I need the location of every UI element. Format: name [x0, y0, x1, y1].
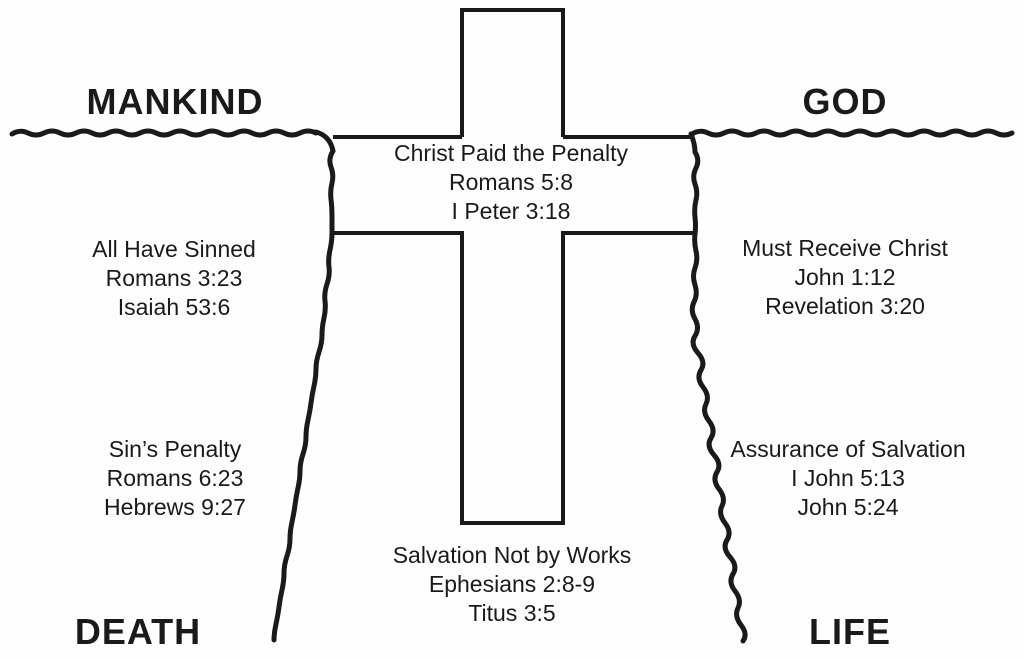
label-god: GOD: [802, 81, 888, 122]
verse-line: All Have Sinned: [92, 236, 256, 262]
verse-line: Romans 6:23: [106, 465, 244, 491]
verse-line: Romans 3:23: [105, 265, 243, 291]
verse-line: Hebrews 9:27: [104, 494, 246, 520]
label-mankind: MANKIND: [86, 81, 264, 122]
verse-line: Titus 3:5: [468, 600, 556, 626]
verse-line: John 5:24: [797, 494, 899, 520]
verse-line: Revelation 3:20: [765, 293, 925, 319]
verse-line: Romans 5:8: [448, 169, 574, 195]
cross-shape-upper-post: [460, 8, 565, 137]
verse-line: John 1:12: [794, 264, 896, 290]
label-life: LIFE: [809, 611, 891, 652]
chasm-wall-left: [271, 129, 336, 643]
verse-line: Ephesians 2:8-9: [428, 571, 596, 597]
cross-shape-lower-post: [333, 231, 694, 525]
verse-block-bottom-center: Salvation Not by Works Ephesians 2:8-9 T…: [393, 541, 632, 628]
verse-block-right-upper: Must Receive Christ John 1:12 Revelation…: [742, 234, 948, 321]
verse-line: Salvation Not by Works: [392, 542, 632, 568]
verse-block-right-lower: Assurance of Salvation I John 5:13 John …: [730, 435, 965, 522]
label-death: DEATH: [74, 611, 202, 652]
verse-line: I John 5:13: [791, 465, 905, 491]
ground-line-right: [689, 128, 1015, 138]
verse-line: Must Receive Christ: [742, 235, 948, 261]
verse-line: Christ Paid the Penalty: [394, 140, 628, 166]
chasm-wall-right: [688, 131, 748, 644]
verse-line: Isaiah 53:6: [117, 294, 231, 320]
verse-block-left-lower: Sin’s Penalty Romans 6:23 Hebrews 9:27: [104, 435, 246, 522]
verse-block-cross: Christ Paid the Penalty Romans 5:8 I Pet…: [394, 139, 628, 226]
verse-line: Assurance of Salvation: [730, 436, 966, 462]
verse-block-left-upper: All Have Sinned Romans 3:23 Isaiah 53:6: [92, 235, 256, 322]
verse-line: I Peter 3:18: [451, 198, 571, 224]
ground-line-left: [9, 128, 319, 138]
verse-line: Sin’s Penalty: [108, 436, 242, 462]
